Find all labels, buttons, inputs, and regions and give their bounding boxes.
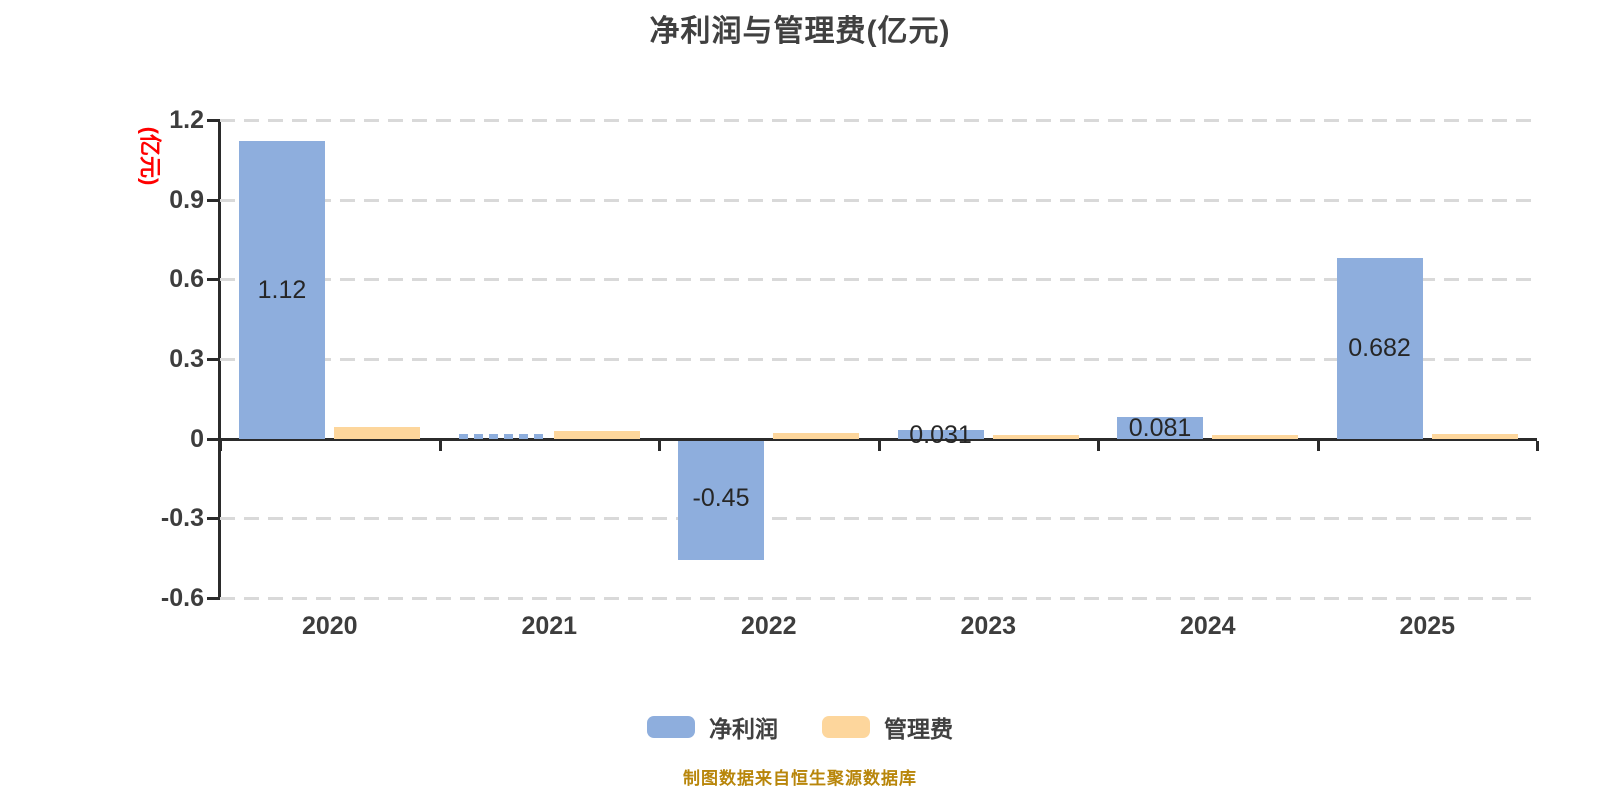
x-axis-tick xyxy=(219,440,222,451)
bar-管理费-2022 xyxy=(773,432,859,439)
bar-value-label: 0.682 xyxy=(1348,334,1411,363)
y-axis-tick xyxy=(207,358,220,361)
bar-value-label: 0.031 xyxy=(909,420,972,449)
bar-管理费-2023 xyxy=(992,434,1079,439)
y-axis-tick xyxy=(207,198,220,202)
gridline xyxy=(220,119,1537,122)
y-axis-tick xyxy=(207,278,220,282)
y-axis-tick xyxy=(207,119,220,122)
y-tick-label: -0.3 xyxy=(160,504,204,533)
y-tick-label: -0.6 xyxy=(160,584,204,612)
x-axis-tick xyxy=(658,440,661,451)
bar-净利润-2020 xyxy=(239,141,325,439)
y-axis-tick xyxy=(207,517,220,521)
gridline xyxy=(220,278,1537,282)
x-tick-label: 2022 xyxy=(740,612,797,640)
net-profit-swatch-icon xyxy=(647,716,695,738)
bar-净利润-2022 xyxy=(678,440,764,561)
y-axis-tick xyxy=(207,437,220,441)
y-tick-label: 0.6 xyxy=(169,265,204,294)
y-axis-tick xyxy=(207,597,220,600)
y-axis-unit-label: (亿元) xyxy=(137,126,163,186)
zero-axis-line xyxy=(220,437,1537,441)
bar-净利润-2024 xyxy=(1117,417,1203,439)
x-axis-tick xyxy=(877,440,881,451)
x-tick-label: 2023 xyxy=(960,612,1017,640)
x-axis-tick xyxy=(1536,440,1539,451)
y-tick-label: 0.3 xyxy=(169,345,204,373)
legend-label: 净利润 xyxy=(709,716,778,742)
x-tick-label: 2025 xyxy=(1399,612,1456,640)
data-source-note: 制图数据来自恒生聚源数据库 xyxy=(683,769,917,788)
plot-area: 1.2 0.9 0.6 0.3 0 -0.3 -0.6 1.12 -0.45 0.031 0.081… xyxy=(161,106,1539,640)
legend-item-net-profit: 净利润 xyxy=(647,710,778,744)
legend-label: 管理费 xyxy=(884,716,953,742)
legend-item-mgmt-fee: 管理费 xyxy=(822,710,953,744)
gridline xyxy=(220,517,1537,521)
bar-净利润-2023 xyxy=(897,430,984,439)
legend: 净利润 管理费 xyxy=(0,710,1600,744)
y-tick-label: 1.2 xyxy=(169,106,204,134)
x-tick-label: 2024 xyxy=(1179,612,1236,640)
bar-value-label: -0.45 xyxy=(692,484,750,513)
x-tick-label: 2021 xyxy=(521,612,578,640)
gridline xyxy=(220,358,1537,361)
chart-title: 净利润与管理费(亿元) xyxy=(649,15,951,48)
x-axis-tick xyxy=(1316,440,1320,451)
x-tick-label: 2020 xyxy=(301,612,358,640)
y-tick-label: 0.9 xyxy=(169,185,204,214)
x-axis-tick xyxy=(438,440,442,451)
bar-净利润-2025 xyxy=(1336,257,1423,439)
bar-管理费-2025 xyxy=(1431,434,1518,439)
y-tick-label: 0 xyxy=(190,424,204,453)
bar-value-label: 1.12 xyxy=(257,275,307,304)
gridline xyxy=(220,597,1537,600)
gridline xyxy=(220,198,1537,202)
bar-管理费-2024 xyxy=(1212,434,1298,439)
bar-净利润-2021 xyxy=(458,433,545,439)
bar-管理费-2021 xyxy=(553,431,640,439)
mgmt-fee-swatch-icon xyxy=(822,716,870,738)
x-axis-tick xyxy=(1097,440,1100,451)
bar-管理费-2020 xyxy=(334,426,420,439)
bar-value-label: 0.081 xyxy=(1128,413,1192,442)
